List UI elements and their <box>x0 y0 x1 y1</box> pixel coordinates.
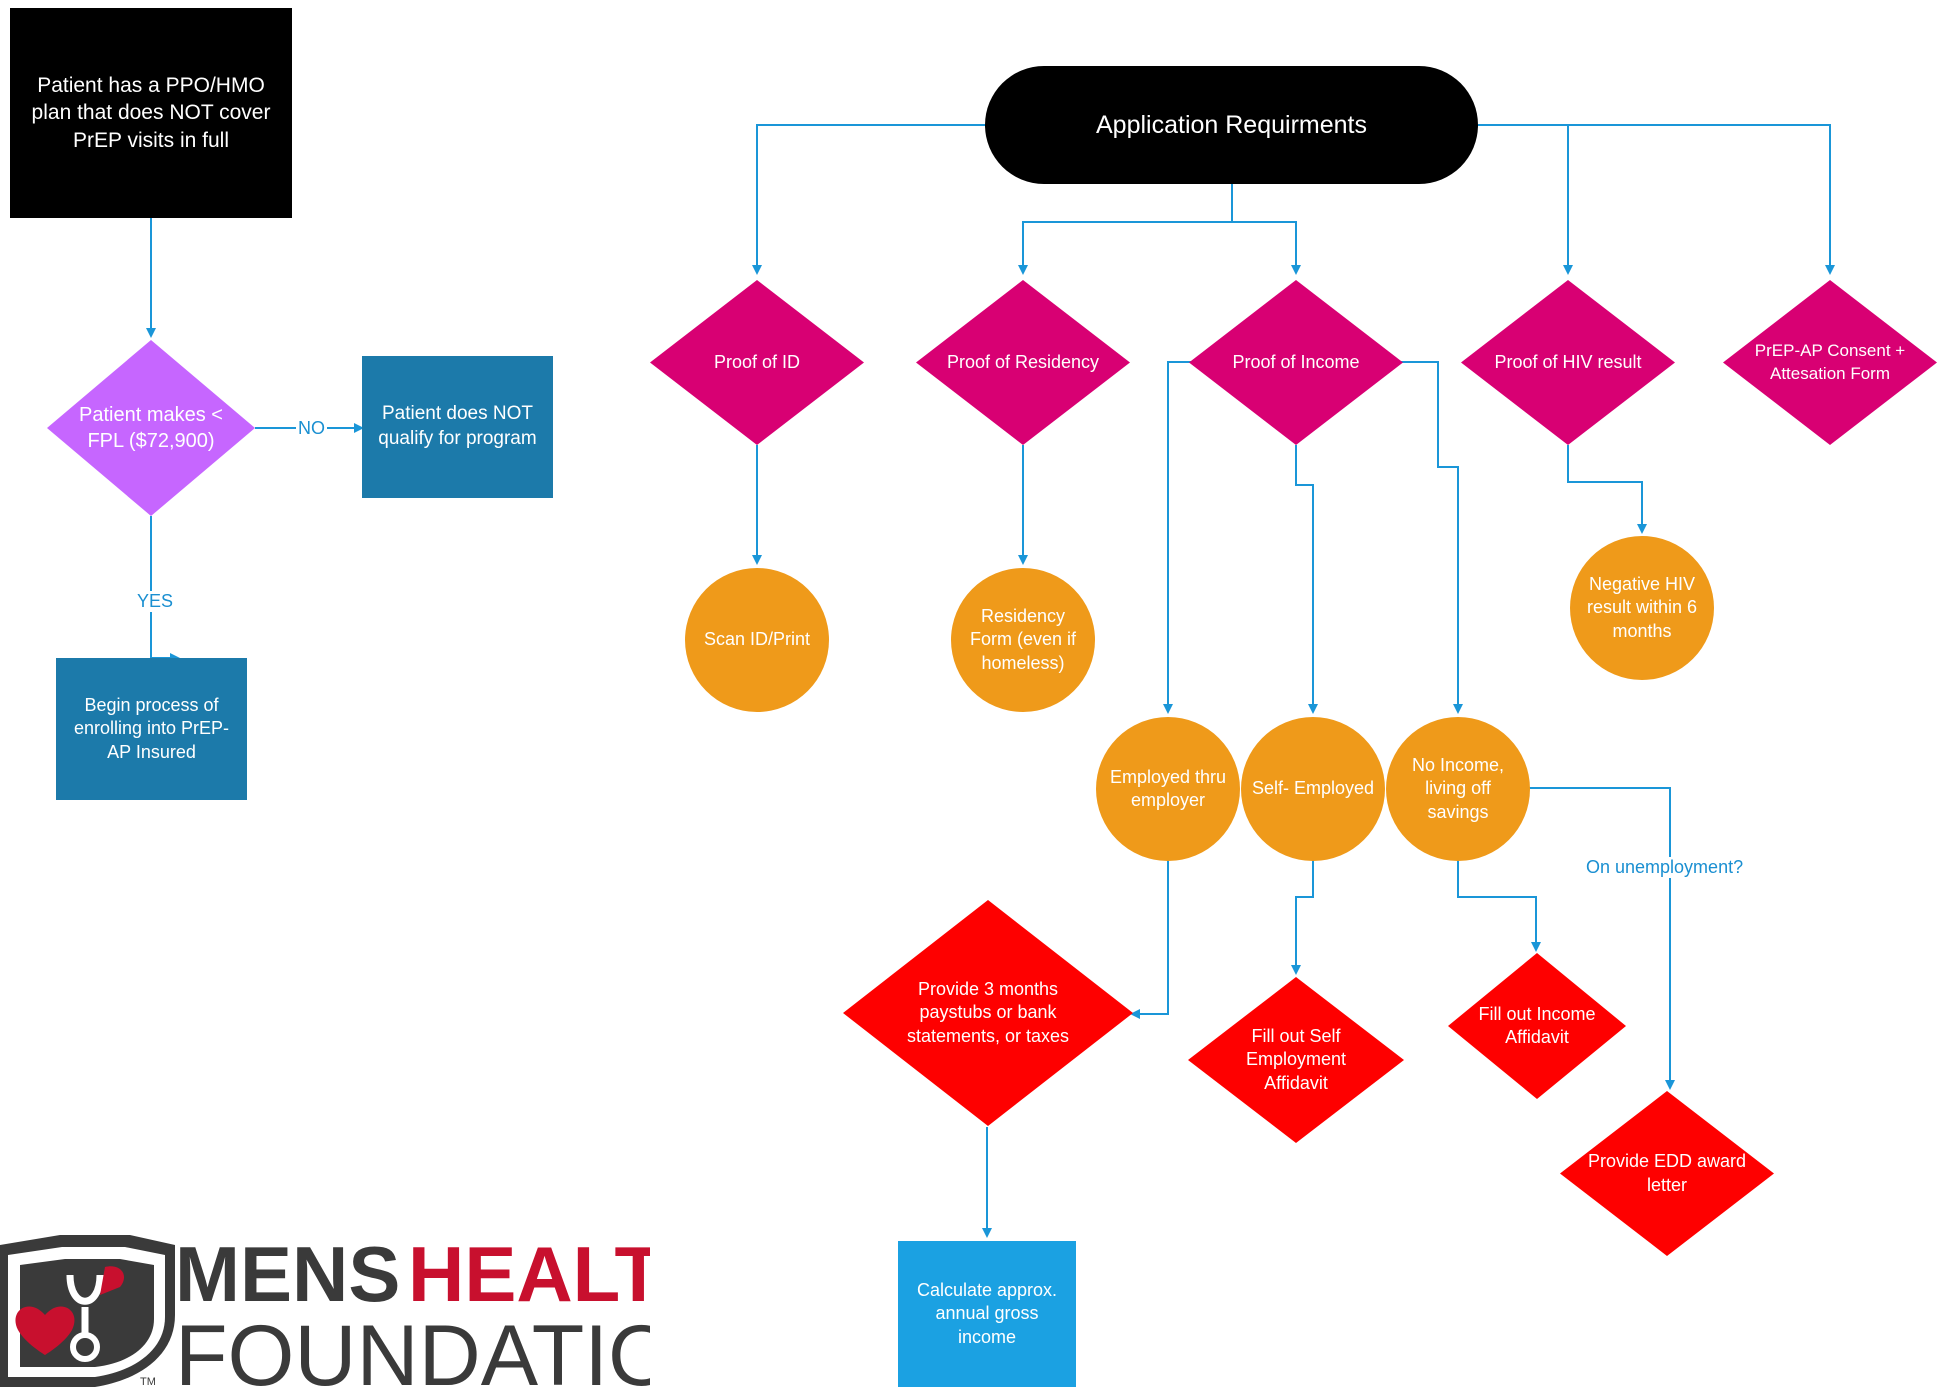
income-affidavit-shape <box>1448 953 1626 1099</box>
provide-3mo-diamond: Provide 3 months paystubs or bank statem… <box>843 900 1133 1126</box>
scan-id-circle: Scan ID/Print <box>685 568 829 712</box>
residency-form-text: Residency Form (even if homeless) <box>969 605 1077 673</box>
edge-app-to-residency <box>1018 184 1233 275</box>
edge-self-to-affidavit <box>1291 860 1314 975</box>
edge-fpl-to-begin <box>150 516 180 663</box>
logo-word-mens: MENS <box>175 1235 400 1318</box>
fpl-decision: Patient makes < FPL ($72,900) <box>47 340 255 516</box>
calc-income-text: Calculate approx. annual gross income <box>916 1279 1058 1347</box>
logo-graphic: MENS HEALTH FOUNDATION TM <box>0 1230 737 1392</box>
consent-diamond: PrEP-AP Consent + Attesation Form <box>1723 280 1937 445</box>
self-employed-text: Self- Employed <box>1251 778 1375 799</box>
proof-income-diamond: Proof of Income <box>1189 280 1403 445</box>
proof-hiv-shape <box>1461 280 1675 445</box>
self-affidavit-diamond: Fill out Self Employment Affidavit <box>1188 977 1404 1143</box>
edge-app-to-income <box>1232 221 1301 275</box>
proof-residency-text: Proof of Residency <box>946 351 1100 372</box>
begin-enroll-text: Begin process of enrolling into PrEP-AP … <box>73 694 230 762</box>
proof-income-text: Proof of Income <box>1232 351 1360 372</box>
self-affidavit-text: Fill out Self Employment Affidavit <box>1245 1025 1347 1093</box>
no-income-text: No Income, living off savings <box>1411 754 1505 822</box>
mens-health-foundation-logo: MENS HEALTH FOUNDATION TM <box>0 1230 737 1392</box>
logo-tm: TM <box>140 1376 156 1387</box>
negative-hiv-circle: Negative HIV result within 6 months <box>1570 536 1714 680</box>
scan-id-text: Scan ID/Print <box>703 629 811 650</box>
not-qualify-text: Patient does NOT qualify for program <box>378 403 537 449</box>
fpl-decision-text: Patient makes < FPL ($72,900) <box>79 404 223 452</box>
logo-word-health: HEALTH <box>408 1235 650 1318</box>
employed-circle: Employed thru employer <box>1096 717 1240 861</box>
proof-id-text: Proof of ID <box>713 351 801 372</box>
edd-diamond: Provide EDD award letter <box>1560 1091 1774 1256</box>
consent-text: PrEP-AP Consent + Attesation Form <box>1754 341 1906 383</box>
proof-residency-shape <box>916 280 1130 445</box>
no-income-circle: No Income, living off savings <box>1386 717 1530 861</box>
edge-noincome-to-affidavit <box>1457 860 1541 952</box>
edge-label-unemployment: On unemployment? <box>1584 857 1746 878</box>
consent-shape <box>1723 280 1937 445</box>
application-requirements-pill: Application Requirments <box>985 66 1478 184</box>
edge-income-to-noincome <box>1390 361 1463 714</box>
edge-app-to-consent <box>1568 124 1835 275</box>
negative-hiv-text: Negative HIV result within 6 months <box>1586 573 1698 641</box>
begin-enroll-box: Begin process of enrolling into PrEP-AP … <box>56 658 247 800</box>
self-affidavit-shape <box>1188 977 1404 1143</box>
start-box: Patient has a PPO/HMO plan that does NOT… <box>10 8 292 218</box>
edd-shape <box>1560 1091 1774 1256</box>
proof-hiv-diamond: Proof of HIV result <box>1461 280 1675 445</box>
edge-app-to-id <box>752 124 985 275</box>
residency-form-circle: Residency Form (even if homeless) <box>951 568 1095 712</box>
provide-3mo-shape <box>843 900 1133 1126</box>
calc-income-box: Calculate approx. annual gross income <box>898 1241 1076 1387</box>
edge-hiv-to-neg <box>1567 445 1647 534</box>
proof-residency-diamond: Proof of Residency <box>916 280 1130 445</box>
edge-label-yes: YES <box>135 591 176 612</box>
start-box-text: Patient has a PPO/HMO plan that does NOT… <box>31 74 271 152</box>
proof-income-shape <box>1189 280 1403 445</box>
proof-hiv-text: Proof of HIV result <box>1494 351 1642 372</box>
not-qualify-box: Patient does NOT qualify for program <box>362 356 553 498</box>
edge-employed-to-provide <box>1130 860 1169 1019</box>
income-affidavit-text: Fill out Income Affidavit <box>1478 1003 1596 1047</box>
fpl-decision-shape <box>47 340 255 516</box>
self-employed-circle: Self- Employed <box>1241 717 1385 861</box>
proof-id-shape <box>650 280 864 445</box>
application-requirements-text: Application Requirments <box>1096 110 1367 139</box>
employed-text: Employed thru employer <box>1109 766 1227 810</box>
edge-app-to-hiv <box>1478 124 1573 275</box>
edd-text: Provide EDD award letter <box>1587 1151 1747 1195</box>
edge-label-no: NO <box>296 418 327 439</box>
income-affidavit-diamond: Fill out Income Affidavit <box>1448 953 1626 1099</box>
provide-3mo-text: Provide 3 months paystubs or bank statem… <box>906 978 1070 1046</box>
edge-income-to-self <box>1295 445 1318 714</box>
proof-id-diamond: Proof of ID <box>650 280 864 445</box>
logo-word-foundation: FOUNDATION <box>175 1308 650 1387</box>
edge-noincome-to-edd <box>1527 787 1675 1090</box>
